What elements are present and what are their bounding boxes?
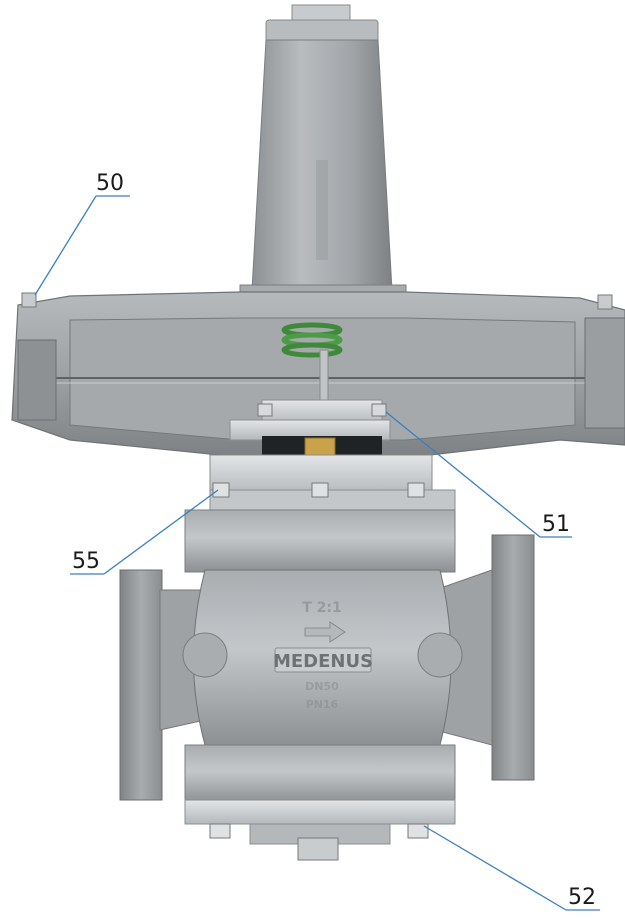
diaphragm-housing: [11, 291, 625, 456]
bottom-cover: [184, 744, 456, 861]
connection-plate: [229, 399, 391, 457]
spring: [281, 322, 343, 401]
brand-marking: MEDENUS: [273, 651, 373, 672]
svg-text:T 2:1: T 2:1: [302, 600, 342, 616]
bonnet: [184, 454, 456, 573]
callout-50: 50: [34, 171, 130, 296]
callout-51: 51: [385, 411, 572, 538]
valve-body: T 2:1 MEDENUS DN50 PN16: [119, 534, 535, 801]
callout-label-52: 52: [568, 885, 596, 910]
callout-52: 52: [423, 825, 600, 911]
callout-label-50: 50: [96, 171, 124, 196]
callout-55: 55: [70, 489, 219, 575]
callout-label-51: 51: [542, 512, 570, 537]
svg-text:DN50: DN50: [305, 680, 339, 693]
svg-text:PN16: PN16: [306, 698, 339, 711]
callout-label-55: 55: [72, 549, 100, 574]
spring-tower: [239, 4, 407, 326]
